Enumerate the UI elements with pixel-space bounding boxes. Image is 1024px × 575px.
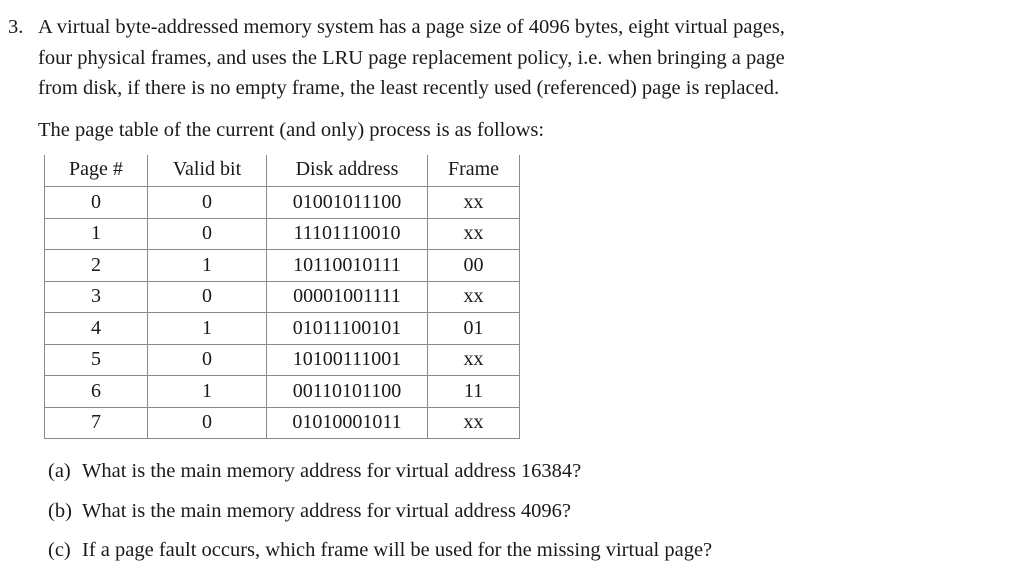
cell-frame: xx: [463, 411, 484, 434]
cell-frame: 11: [463, 379, 484, 402]
cell-frame: xx: [463, 190, 484, 213]
table-row: 1 0 11101110010 xx: [44, 218, 520, 250]
table-row: 5 0 10100111001 xx: [44, 344, 520, 376]
column-header-valid-bit: Valid bit: [147, 155, 267, 187]
cell-disk-address: 10100111001: [266, 344, 428, 376]
cell-page: 3: [44, 281, 148, 313]
cell-valid: 1: [147, 375, 267, 407]
page-table-wrapper: Page # Valid bit Disk address Frame 0 0 …: [44, 155, 520, 439]
cell-page: 1: [44, 218, 148, 250]
cell-disk-address: 00001001111: [266, 281, 428, 313]
cell-valid: 0: [147, 218, 267, 250]
cell-disk-address: 01010001011: [266, 407, 428, 439]
table-row: 7 0 01010001011 xx: [44, 407, 520, 439]
subquestion-b-label: (b): [48, 499, 72, 522]
subquestion-b: (b) What is the main memory address for …: [48, 496, 1008, 527]
page-table: Page # Valid bit Disk address Frame 0 0 …: [44, 155, 520, 439]
cell-frame: 01: [463, 316, 484, 339]
cell-disk-address: 00110101100: [266, 375, 428, 407]
problem-body: A virtual byte-addressed memory system h…: [38, 12, 1016, 145]
column-header-disk-address: Disk address: [266, 155, 428, 187]
subquestion-a: (a) What is the main memory address for …: [48, 456, 1008, 487]
table-row: 6 1 00110101100 11: [44, 375, 520, 407]
page-table-intro: The page table of the current (and only)…: [38, 118, 545, 141]
subquestion-a-label: (a): [48, 460, 71, 482]
table-row: 3 0 00001001111 xx: [44, 281, 520, 313]
cell-page: 7: [44, 407, 148, 439]
cell-valid: 0: [147, 344, 267, 376]
cell-valid: 0: [147, 281, 267, 313]
subquestion-c: (c) If a page fault occurs, which frame …: [48, 535, 1008, 566]
cell-page: 6: [44, 375, 148, 407]
cell-page: 5: [44, 344, 148, 376]
cell-page: 2: [44, 249, 148, 281]
cell-frame: xx: [463, 348, 484, 371]
subquestion-list: (a) What is the main memory address for …: [48, 456, 1008, 575]
cell-frame: 00: [463, 253, 484, 276]
page-table-header-row: Page # Valid bit Disk address Frame: [44, 155, 520, 187]
cell-disk-address: 11101110010: [266, 218, 428, 250]
subquestion-c-label: (c): [48, 539, 71, 561]
cell-valid: 1: [147, 249, 267, 281]
problem-block: 3. A virtual byte-addressed memory syste…: [8, 12, 1016, 145]
table-row: 4 1 01011100101 01: [44, 312, 520, 344]
cell-frame: xx: [463, 222, 484, 245]
column-header-page: Page #: [44, 155, 148, 187]
cell-valid: 0: [147, 186, 267, 218]
cell-disk-address: 01001011100: [266, 186, 428, 218]
subquestion-b-text: What is the main memory address for virt…: [82, 499, 572, 522]
cell-disk-address: 01011100101: [266, 312, 428, 344]
problem-number: 3.: [8, 16, 24, 38]
problem-stem-line-3: from disk, if there is no empty frame, t…: [38, 77, 780, 99]
cell-valid: 0: [147, 407, 267, 439]
cell-page: 4: [44, 312, 148, 344]
cell-valid: 1: [147, 312, 267, 344]
problem-stem-line-2: four physical frames, and uses the LRU p…: [38, 46, 785, 69]
page-table-body: 0 0 01001011100 xx 1 0 11101110010 xx 2 …: [44, 186, 520, 439]
cell-page: 0: [44, 186, 148, 218]
problem-stem-line-1: A virtual byte-addressed memory system h…: [38, 16, 785, 38]
column-header-frame: Frame: [447, 158, 500, 180]
cell-frame: xx: [463, 285, 484, 308]
cell-disk-address: 10110010111: [266, 249, 428, 281]
table-row: 0 0 01001011100 xx: [44, 186, 520, 218]
page-table-head: Page # Valid bit Disk address Frame: [44, 155, 520, 187]
subquestion-a-text: What is the main memory address for virt…: [82, 460, 582, 482]
table-row: 2 1 10110010111 00: [44, 249, 520, 281]
subquestion-c-text: If a page fault occurs, which frame will…: [82, 539, 713, 561]
